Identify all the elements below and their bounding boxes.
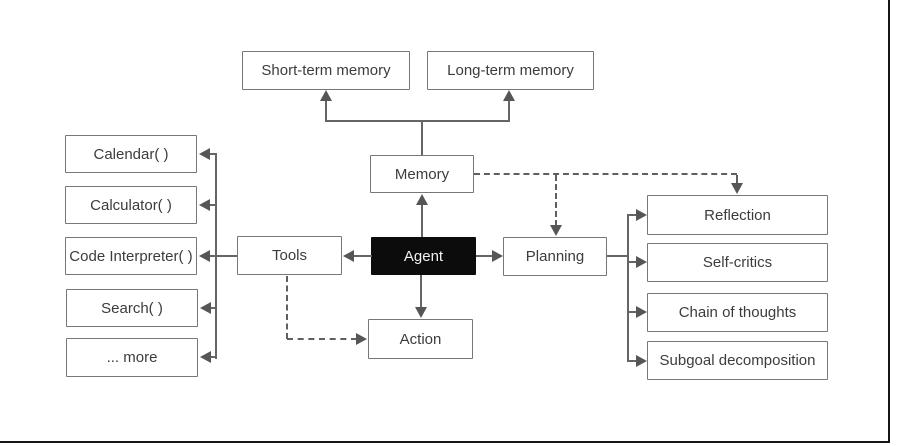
connector-agent-planning [476,255,493,257]
node-action: Action [368,319,473,359]
connector-long-term-stem [508,100,510,122]
connector-row-subgoal [628,360,637,362]
node-long-term-memory: Long-term memory [427,51,594,90]
arrow-agent-to-planning-icon [492,250,503,262]
connector-row-reflection [628,214,637,216]
node-self-critics: Self-critics [647,243,828,282]
connector-row-self-critics [628,261,637,263]
node-planning-label: Planning [525,248,585,265]
node-short-term-memory: Short-term memory [242,51,410,90]
frame-bottom-edge [0,441,890,443]
connector-short-term-stem [325,100,327,122]
arrow-agent-to-memory-icon [416,194,428,205]
arrow-to-search-icon [200,302,211,314]
arrow-to-code-interpreter-icon [199,250,210,262]
node-tools-label: Tools [271,247,308,264]
dashed-memory-horizontal [474,173,737,175]
node-more: ... more [66,338,198,377]
arrow-to-subgoal-icon [636,355,647,367]
node-reflection-label: Reflection [704,206,771,224]
dashed-memory-to-reflection [736,175,738,184]
node-more-label: ... more [106,349,158,366]
connector-row-more [209,356,217,358]
connector-planning-out [607,255,629,257]
arrow-to-self-critics-icon [636,256,647,268]
connector-memory-branch [325,120,510,122]
connector-agent-tools [352,255,372,257]
arrow-to-calculator-icon [199,199,210,211]
connector-agent-action [420,275,422,308]
arrow-to-reflection-icon [636,209,647,221]
node-agent: Agent [371,237,476,275]
connector-planning-vertical [627,214,629,362]
node-agent-label: Agent [403,247,444,265]
node-chain-of-thoughts-label: Chain of thoughts [678,304,797,321]
arrow-to-long-term-memory-icon [503,90,515,101]
connector-tools-code-interpreter [208,255,237,257]
node-subgoal-decomposition-label: Subgoal decomposition [659,352,816,369]
connector-row-calculator [208,204,217,206]
node-calendar: Calendar( ) [65,135,197,173]
connector-memory-stem [421,120,423,155]
node-calendar-label: Calendar( ) [93,145,169,163]
node-memory-label: Memory [394,165,450,183]
node-search: Search( ) [66,289,198,327]
node-self-critics-label: Self-critics [702,254,773,271]
connector-row-search [209,307,217,309]
arrow-to-calendar-icon [199,148,210,160]
connector-agent-memory [421,204,423,237]
node-action-label: Action [399,330,442,348]
node-memory: Memory [370,155,474,193]
arrow-agent-to-action-icon [415,307,427,318]
node-search-label: Search( ) [101,299,163,317]
arrow-memory-to-reflection-icon [731,183,743,194]
node-calculator-label: Calculator( ) [90,196,172,214]
dashed-tools-down [286,276,288,339]
node-subgoal-decomposition: Subgoal decomposition [647,341,828,380]
node-code-interpreter: Code Interpreter( ) [65,237,197,275]
node-calculator: Calculator( ) [65,186,197,224]
arrow-to-more-icon [200,351,211,363]
dashed-tools-to-action [287,338,357,340]
node-long-term-memory-label: Long-term memory [447,62,574,79]
arrow-memory-to-planning-icon [550,225,562,236]
node-tools: Tools [237,236,342,275]
arrow-tools-to-action-icon [356,333,367,345]
node-planning: Planning [503,237,607,276]
node-reflection: Reflection [647,195,828,235]
frame-right-edge [888,0,890,443]
node-code-interpreter-label: Code Interpreter( ) [69,247,193,265]
connector-row-calendar [208,153,217,155]
dashed-memory-to-planning [555,175,557,226]
arrow-to-chain-of-thoughts-icon [636,306,647,318]
arrow-agent-to-tools-icon [343,250,354,262]
node-short-term-memory-label: Short-term memory [261,62,391,79]
arrow-to-short-term-memory-icon [320,90,332,101]
connector-row-chain-of-thoughts [628,311,637,313]
node-chain-of-thoughts: Chain of thoughts [647,293,828,332]
